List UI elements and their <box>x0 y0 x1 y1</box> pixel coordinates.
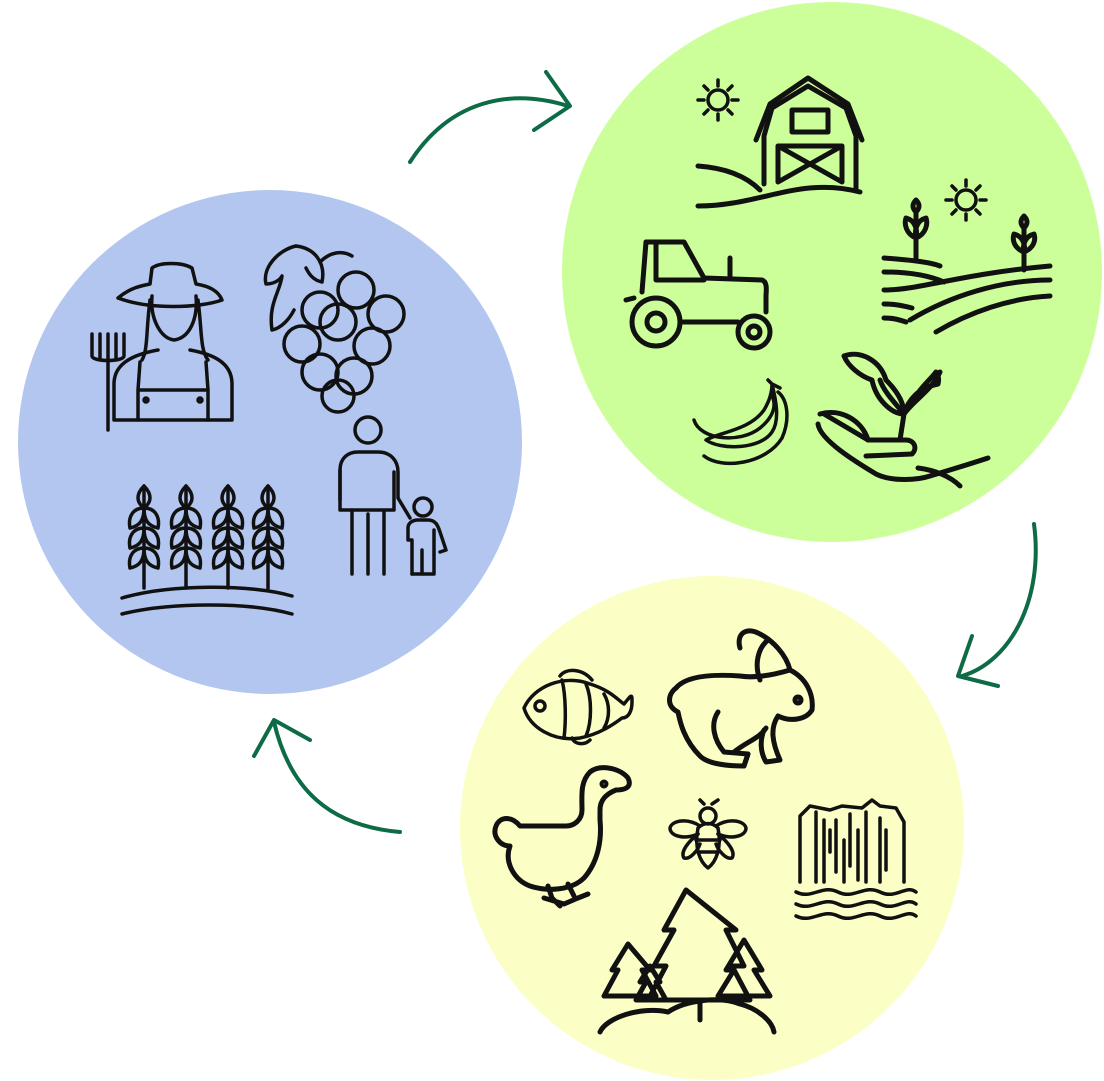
wheat-field-icon <box>120 484 294 616</box>
goose-icon <box>492 765 632 909</box>
arrow-people-to-farming <box>408 70 572 164</box>
seedling-hand-icon <box>815 351 991 489</box>
bee-icon <box>668 798 748 870</box>
waterfall-icon <box>794 798 918 920</box>
arrow-farming-to-nature <box>956 522 1038 688</box>
barn-icon <box>695 75 865 209</box>
clownfish-icon <box>522 668 634 746</box>
arrow-nature-to-people <box>252 718 402 834</box>
farmer-icon <box>90 261 234 432</box>
planted-field-icon <box>881 197 1053 335</box>
sun-icon <box>696 78 740 122</box>
parent-child-icon <box>338 415 448 576</box>
grapes-icon <box>263 244 406 414</box>
farming-circle <box>562 2 1102 542</box>
nature-circle <box>460 576 964 1080</box>
forest-icon <box>597 887 777 1035</box>
rabbit-icon <box>667 628 815 769</box>
tractor-icon <box>623 239 773 351</box>
planted-field-sun-icon <box>944 178 988 222</box>
banana-icon <box>692 378 789 465</box>
